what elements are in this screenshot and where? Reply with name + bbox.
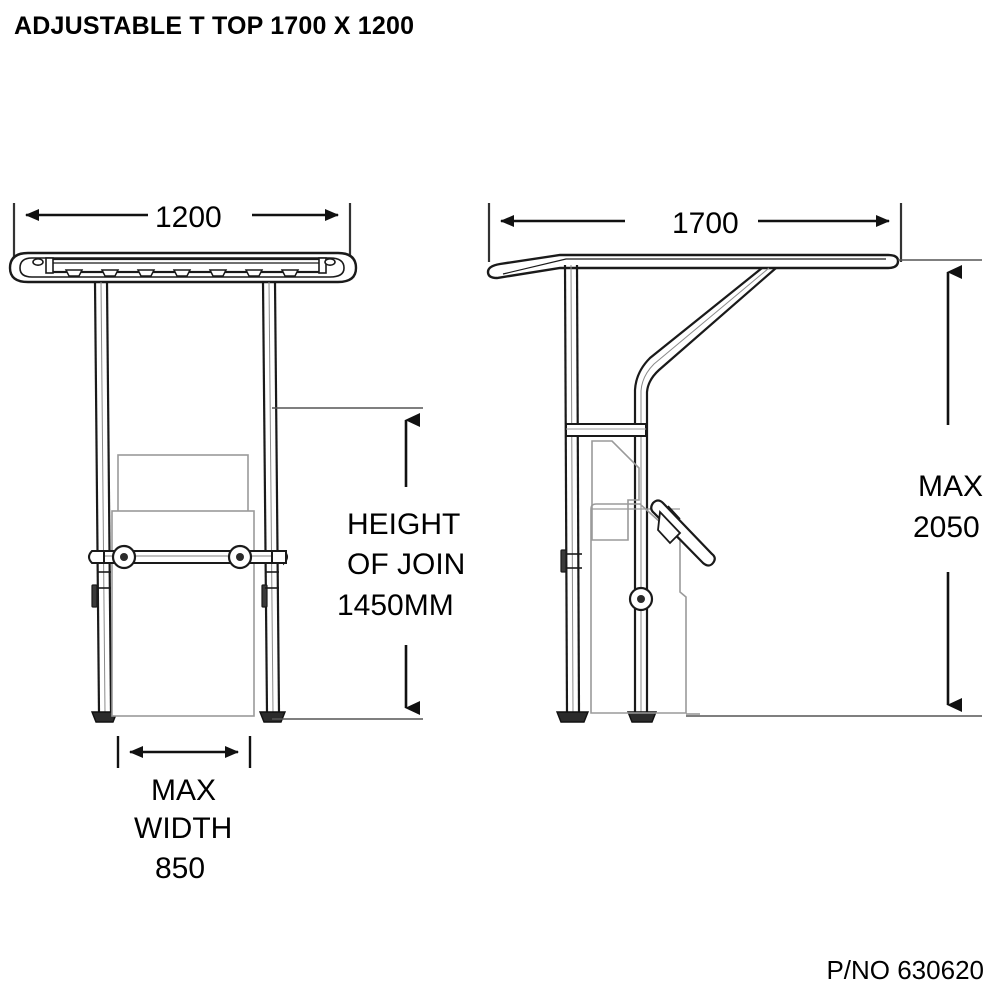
- height-of-join-line-3: 1450MM: [337, 589, 454, 622]
- part-number-label: P/NO 630620: [826, 955, 984, 985]
- front-canopy: [8, 251, 358, 284]
- side-leg-collars: [560, 549, 567, 573]
- max-height-line-1: MAX: [918, 470, 983, 503]
- steering-wheel: [650, 499, 716, 567]
- max-width-line-3: 850: [155, 852, 205, 885]
- max-width-line-2: WIDTH: [134, 812, 232, 845]
- front-elevation-view: 1200: [8, 201, 358, 885]
- front-crossbar: [88, 544, 288, 570]
- side-front-leg: [563, 264, 581, 714]
- side-leg-collar-lines: [566, 553, 582, 569]
- front-leg-collar-lines: [97, 571, 279, 589]
- height-of-join-line-1: HEIGHT: [347, 508, 460, 541]
- front-left-leg: [93, 281, 113, 714]
- side-crossbar: [565, 423, 647, 437]
- side-elevation-view: 1700: [486, 203, 903, 723]
- front-console: [111, 454, 255, 717]
- front-leg-collars: [91, 584, 268, 608]
- side-knuckle-joint: [628, 586, 654, 612]
- page-title: ADJUSTABLE T TOP 1700 X 1200: [14, 12, 415, 40]
- height-of-join-line-2: OF JOIN: [347, 548, 465, 581]
- max-height-line-2: 2050: [913, 511, 980, 544]
- side-feet: [555, 711, 658, 723]
- side-width-value: 1700: [672, 207, 739, 240]
- height-of-join-dimension: HEIGHT OF JOIN 1450MM: [272, 407, 465, 720]
- front-width-value: 1200: [155, 201, 222, 234]
- canopy-fasteners: [64, 269, 300, 277]
- side-rear-leg-strut: [633, 267, 777, 713]
- side-windscreen: [591, 440, 640, 541]
- height-of-join-leader-lines: [272, 407, 423, 720]
- max-width-line-1: MAX: [151, 774, 216, 807]
- front-max-width-extension-lines: [116, 736, 252, 768]
- front-right-leg: [261, 281, 281, 714]
- max-height-leader-lines: [686, 259, 982, 717]
- side-canopy: [486, 253, 900, 280]
- max-height-dimension: MAX 2050: [686, 259, 983, 717]
- side-width-extension-lines: [487, 203, 903, 262]
- max-width-label: MAX WIDTH 850: [134, 774, 232, 885]
